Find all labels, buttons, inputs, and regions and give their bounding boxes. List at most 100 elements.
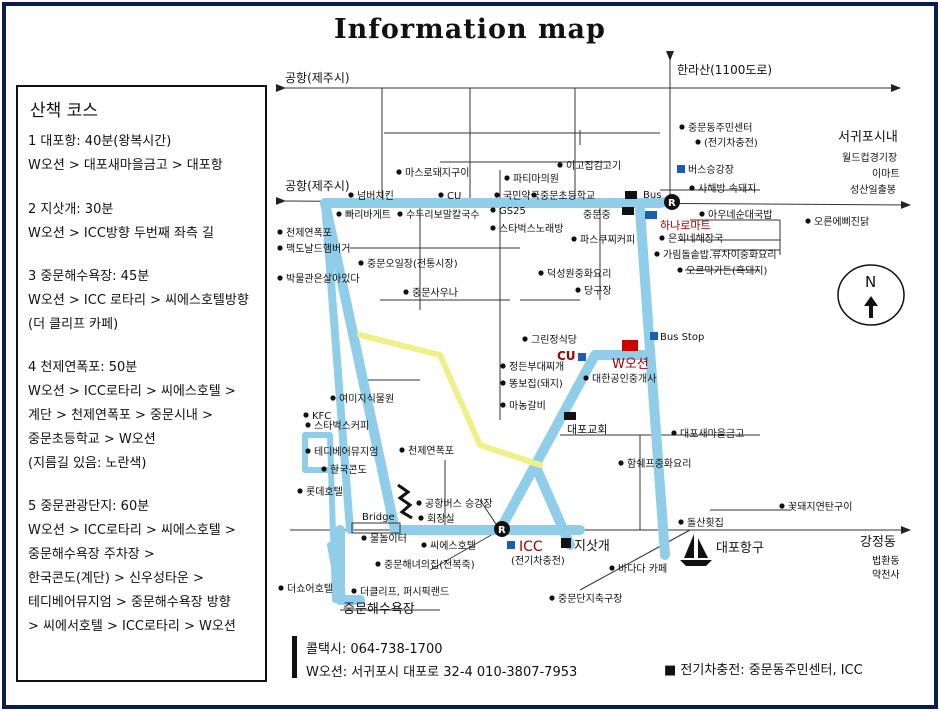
place-label: 아우네순대국밥 <box>708 209 772 221</box>
place-label: 회장실 <box>427 513 455 525</box>
place-label: 중문초등학교 <box>540 190 595 202</box>
place-marker: 중문초등학교 <box>531 190 595 202</box>
place-marker: 꽃돼지연탄구이 <box>779 501 852 513</box>
place-label: 여미지식물원 <box>339 393 394 405</box>
right-place-2: 이마트 <box>872 168 900 180</box>
course-item-3: 3 중문해수욕장: 45분 W오션 > ICC 로타리 > 씨에스호텔방향 (더… <box>28 265 249 337</box>
place-dot <box>671 430 677 436</box>
bus-stop-marker <box>650 332 658 340</box>
svg-text:R: R <box>668 198 676 209</box>
place-marker: 박물관은살아있다 <box>277 273 360 285</box>
place-marker: 함쉐프중화요리 <box>618 458 691 470</box>
place-dot <box>557 162 563 168</box>
place-label: 중문단지축구장 <box>558 593 622 605</box>
hallasan-label: 한라산(1100도로) <box>677 63 772 77</box>
place-marker: 중문사우나 <box>403 287 458 299</box>
course-line: 한국콘도(계단) > 신우성타운 > <box>28 571 204 586</box>
place-marker: CU <box>438 191 461 202</box>
jisatgae-marker <box>561 538 571 548</box>
place-dot <box>549 595 555 601</box>
place-dot <box>397 211 403 217</box>
place-dot <box>689 185 695 191</box>
place-label: 맥도날드햄버거 <box>286 242 350 255</box>
place-label: 공항버스 승강장 <box>425 498 493 510</box>
w-ocean-marker <box>622 340 638 351</box>
place-dot <box>277 245 283 251</box>
place-dot <box>336 211 342 217</box>
church-marker <box>564 412 576 420</box>
place-label: 빠리바게트 <box>345 209 391 221</box>
place-dot <box>305 422 311 428</box>
place-marker: 돌산횟집 <box>678 517 724 529</box>
place-dot <box>494 192 500 198</box>
place-marker: 씨에스호텔 <box>421 540 476 552</box>
place-dot <box>278 585 284 591</box>
place-marker: 맥도날드햄버거 <box>277 242 350 255</box>
place-dot <box>416 500 422 506</box>
place-marker: 가림돌솥밥.류차이중화요리 <box>654 249 777 261</box>
place-dot <box>805 218 811 224</box>
place-dot <box>695 139 701 145</box>
place-dot <box>538 270 544 276</box>
place-label: 돌산횟집 <box>687 517 724 529</box>
place-marker: 중문해녀의집(전복죽) <box>375 558 475 571</box>
svg-text:R: R <box>498 525 506 536</box>
course-line: W오션 > ICC로타리 > 씨에스호텔 > <box>28 384 236 399</box>
place-label: 중문오일장(전통시장) <box>367 258 458 270</box>
place-marker: 아우네순대국밥 <box>699 209 772 221</box>
course-line: W오션 > ICC로타리 > 씨에스호텔 > <box>28 523 236 538</box>
place-label: 꽃돼지연탄구이 <box>788 501 852 513</box>
place-label: 파티마의원 <box>513 173 559 185</box>
place-label: 천제연폭포 <box>286 227 332 239</box>
place-marker: 물놀이터 <box>361 533 407 545</box>
place-label: 국민약국 <box>503 190 540 202</box>
map-title: Information map <box>334 14 606 45</box>
bridge-shape <box>351 522 401 534</box>
place-dot <box>399 447 405 453</box>
place-dot <box>297 488 303 494</box>
road-network <box>275 51 911 611</box>
jisatgae-label: 지삿개 <box>574 539 610 554</box>
place-label: 대포새마을금고 <box>680 428 744 440</box>
place-dot <box>418 515 424 521</box>
place-marker: 넘버치킨 <box>348 190 394 202</box>
place-label: 중문해녀의집(전복죽) <box>384 558 475 571</box>
place-label: 가림돌솥밥.류차이중화요리 <box>663 249 777 261</box>
place-label: 박물관은살아있다 <box>286 273 360 285</box>
place-marker: 파티마의원 <box>504 173 559 185</box>
place-label: 스타벅스노래방 <box>499 223 563 235</box>
course-line: (더 클리프 카페) <box>28 317 119 332</box>
ship-icon <box>680 534 712 566</box>
place-dot <box>361 535 367 541</box>
place-dot <box>490 207 496 213</box>
place-marker: (전기차충전) <box>695 137 758 149</box>
daepo-port-label: 대포항구 <box>716 541 764 556</box>
place-marker: 오르막가든(흑돼지) <box>677 264 768 277</box>
place-label: 씨에스호텔 <box>430 540 476 552</box>
place-label: 똥보집(돼지) <box>509 378 563 390</box>
place-dot <box>358 260 364 266</box>
course-line: 5 중문관광단지: 60분 <box>28 499 150 514</box>
place-marker: 마농갈비 <box>500 399 546 412</box>
place-marker: 빠리바게트 <box>336 209 391 221</box>
place-dot <box>438 192 444 198</box>
place-marker: 그린정식당 <box>522 334 577 346</box>
bus-stop-label: Bus Stop <box>660 332 704 343</box>
w-ocean-label: W오션 <box>612 357 649 372</box>
place-marker: 바다다 카페 <box>609 563 667 575</box>
bus-marker <box>625 191 637 199</box>
place-dot <box>522 336 528 342</box>
place-marker: 국민약국 <box>494 190 540 202</box>
course-line: 중문해수욕장 주차장 > <box>28 547 155 562</box>
icc-marker <box>507 541 515 549</box>
place-dot <box>421 542 427 548</box>
place-dot <box>571 236 577 242</box>
place-label: 스타벅스커피 <box>314 420 369 432</box>
place-label: 당구장 <box>584 285 612 297</box>
place-dot <box>277 275 283 281</box>
cu-marker <box>578 353 586 361</box>
walking-course-panel: 산책 코스 1 대포항: 40분(왕복시간) W오션 > 대포새마을금고 > 대… <box>16 85 267 682</box>
airport-label-top: 공항(제주시) <box>285 71 350 85</box>
place-marker: 사해방 속돼지 <box>689 182 756 195</box>
